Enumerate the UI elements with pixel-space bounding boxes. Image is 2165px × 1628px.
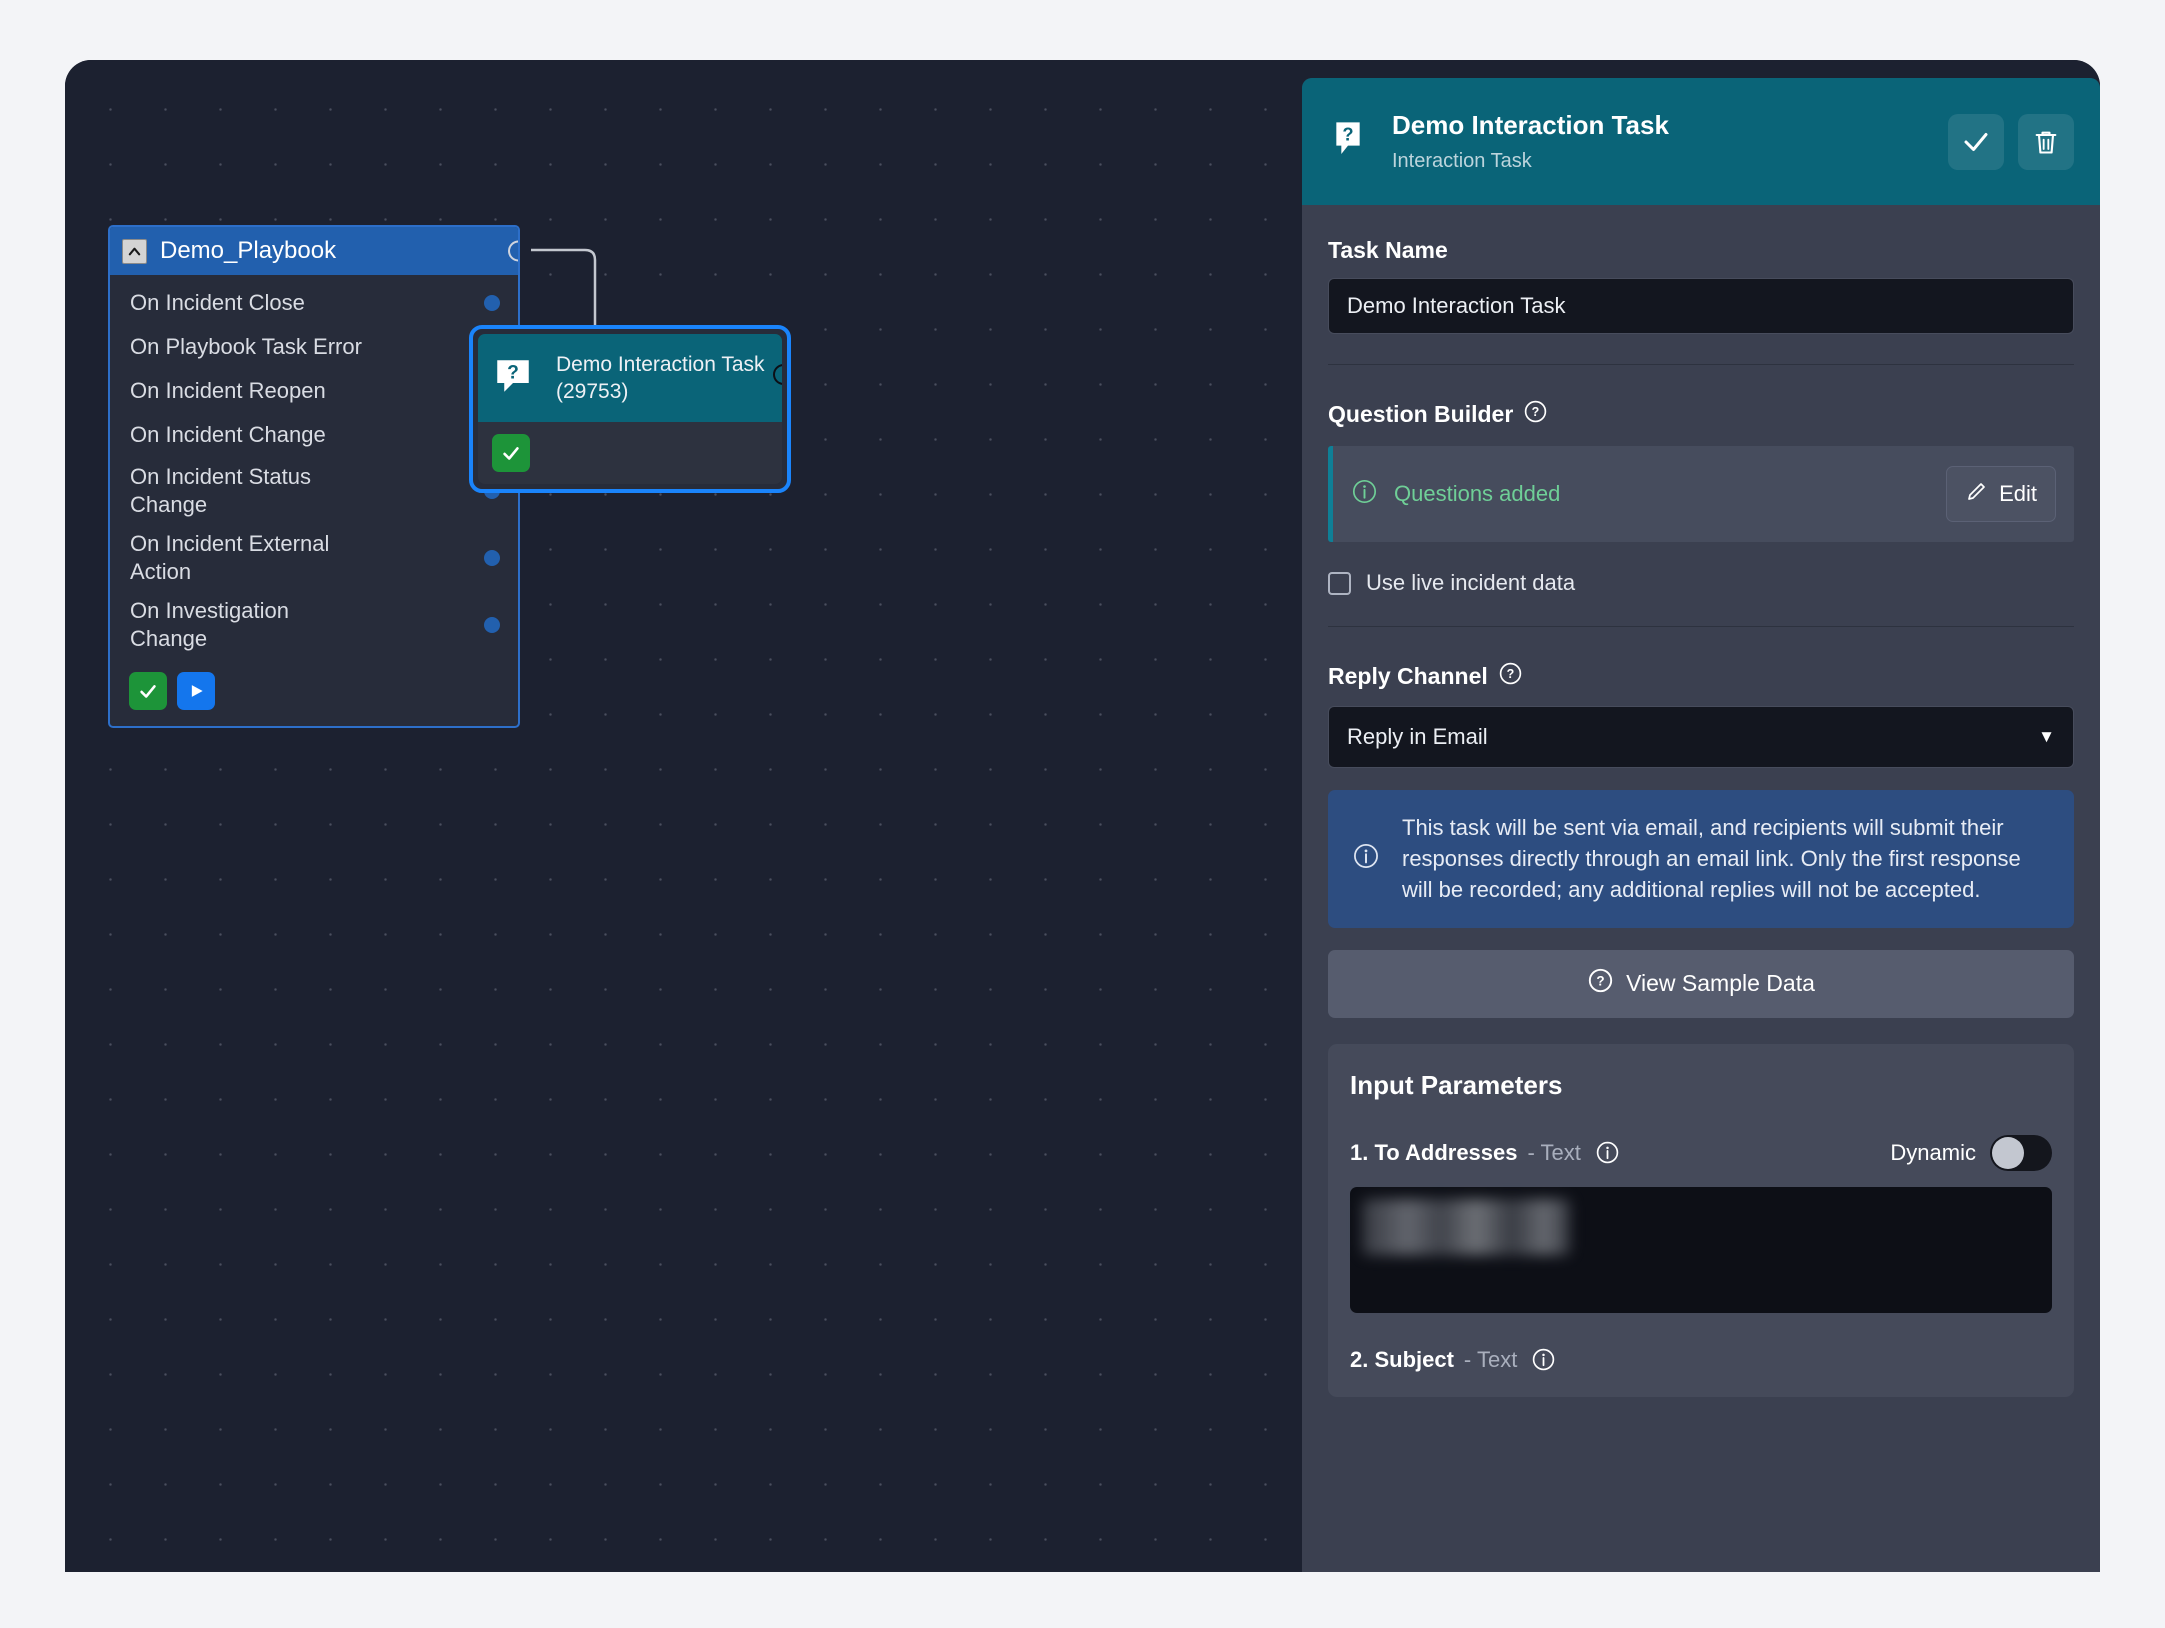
questions-status-text: Questions added	[1394, 481, 1561, 506]
play-icon[interactable]	[177, 672, 215, 710]
trigger-label: On Incident Reopen	[130, 378, 326, 404]
trigger-item[interactable]: On Investigation Change	[110, 591, 518, 658]
param-name: 2. Subject	[1350, 1346, 1454, 1372]
question-bubble-icon: ?	[1328, 119, 1368, 164]
pencil-icon	[1965, 479, 1989, 509]
panel-body: Task Name Demo Interaction Task Question…	[1302, 205, 2100, 1397]
divider	[1328, 626, 2074, 627]
trigger-item[interactable]: On Incident Close	[110, 281, 518, 325]
redacted-email-value	[1362, 1198, 1570, 1255]
question-circle-icon[interactable]: ?	[1523, 399, 1548, 430]
panel-title: Demo Interaction Task	[1392, 110, 1669, 140]
app-frame: Demo_Playbook On Incident Close On Playb…	[65, 60, 2100, 1572]
question-builder-label: Question Builder ?	[1328, 399, 2074, 430]
trigger-port[interactable]	[484, 549, 500, 566]
param-row-subject: 2. Subject - Text	[1350, 1347, 2052, 1373]
use-live-incident-data-row[interactable]: Use live incident data	[1328, 570, 2074, 596]
input-parameters-card: Input Parameters 1. To Addresses - Text …	[1328, 1043, 2074, 1397]
toggle-knob	[1992, 1136, 2024, 1169]
info-circle-icon	[1351, 478, 1378, 510]
question-circle-icon: ?	[1587, 967, 1614, 1000]
dynamic-toggle-label: Dynamic	[1890, 1139, 1976, 1165]
svg-text:?: ?	[1342, 124, 1353, 145]
svg-text:?: ?	[1596, 974, 1604, 989]
param-name: 1. To Addresses	[1350, 1139, 1518, 1165]
question-bubble-icon: ?	[492, 355, 534, 402]
trigger-item[interactable]: On Incident Status Change	[110, 457, 518, 524]
check-icon[interactable]	[129, 672, 167, 710]
param-type: - Text	[1527, 1139, 1581, 1165]
svg-text:?: ?	[1506, 667, 1514, 681]
trigger-list: On Incident Close On Playbook Task Error…	[110, 275, 518, 658]
param-type: - Text	[1463, 1346, 1518, 1372]
svg-text:?: ?	[507, 362, 519, 383]
to-addresses-input[interactable]	[1350, 1186, 2052, 1313]
task-node-body	[478, 422, 782, 484]
panel-header: ? Demo Interaction Task Interaction Task	[1302, 78, 2100, 205]
input-parameters-title: Input Parameters	[1350, 1069, 1563, 1100]
task-node-title: Demo Interaction Task (29753)	[556, 352, 765, 403]
reply-channel-select[interactable]: Reply in Email ▼	[1328, 706, 2074, 768]
edit-button-label: Edit	[1999, 481, 2037, 506]
dynamic-toggle[interactable]	[1990, 1134, 2052, 1171]
trigger-item[interactable]: On Incident External Action	[110, 524, 518, 591]
trigger-port[interactable]	[484, 295, 500, 311]
delete-button[interactable]	[2018, 113, 2074, 170]
trigger-item[interactable]: On Incident Reopen	[110, 369, 518, 413]
save-button[interactable]	[1948, 113, 2004, 170]
trigger-item[interactable]: On Incident Change	[110, 413, 518, 457]
trigger-label: On Investigation Change	[130, 598, 289, 651]
check-icon[interactable]	[492, 434, 530, 472]
task-name-label: Task Name	[1328, 237, 1448, 263]
panel-subtitle: Interaction Task	[1392, 150, 1532, 172]
trigger-label: On Incident External Action	[130, 531, 330, 584]
reply-channel-label: Reply Channel ?	[1328, 661, 2074, 692]
interaction-task-node[interactable]: ? Demo Interaction Task (29753)	[469, 325, 791, 493]
questions-status-alert: Questions added Edit	[1328, 446, 2074, 542]
chevron-up-icon[interactable]	[122, 238, 147, 264]
playbook-output-port[interactable]	[508, 240, 518, 262]
reply-channel-value: Reply in Email	[1347, 724, 1488, 749]
chevron-down-icon[interactable]: ▼	[2038, 727, 2055, 746]
param-row-to-addresses: 1. To Addresses - Text Dynamic	[1350, 1134, 2052, 1171]
email-info-text: This task will be sent via email, and re…	[1402, 815, 2021, 903]
playbook-node-actions	[110, 658, 518, 726]
info-circle-icon	[1352, 842, 1380, 875]
use-live-incident-data-label: Use live incident data	[1366, 570, 1576, 595]
playbook-node-header[interactable]: Demo_Playbook	[110, 227, 518, 275]
trigger-label: On Incident Status Change	[130, 464, 311, 517]
trigger-label: On Playbook Task Error	[130, 334, 362, 360]
edit-questions-button[interactable]: Edit	[1946, 466, 2056, 522]
email-info-notice: This task will be sent via email, and re…	[1328, 790, 2074, 928]
trigger-item[interactable]: On Playbook Task Error	[110, 325, 518, 369]
trigger-label: On Incident Close	[130, 290, 305, 316]
info-circle-icon[interactable]	[1595, 1140, 1620, 1165]
info-circle-icon[interactable]	[1531, 1347, 1556, 1372]
playbook-node[interactable]: Demo_Playbook On Incident Close On Playb…	[108, 225, 520, 728]
task-name-input[interactable]: Demo Interaction Task	[1328, 278, 2074, 334]
question-circle-icon[interactable]: ?	[1498, 661, 1523, 692]
task-details-panel: ? Demo Interaction Task Interaction Task	[1302, 78, 2100, 1572]
trigger-port[interactable]	[484, 616, 500, 633]
view-sample-data-button[interactable]: ? View Sample Data	[1328, 949, 2074, 1018]
trigger-label: On Incident Change	[130, 422, 326, 448]
playbook-node-title: Demo_Playbook	[160, 237, 337, 264]
use-live-incident-data-checkbox[interactable]	[1328, 571, 1351, 595]
svg-text:?: ?	[1532, 405, 1540, 419]
task-node-header: ? Demo Interaction Task (29753)	[478, 334, 782, 422]
divider	[1328, 364, 2074, 365]
view-sample-data-label: View Sample Data	[1626, 970, 1815, 997]
